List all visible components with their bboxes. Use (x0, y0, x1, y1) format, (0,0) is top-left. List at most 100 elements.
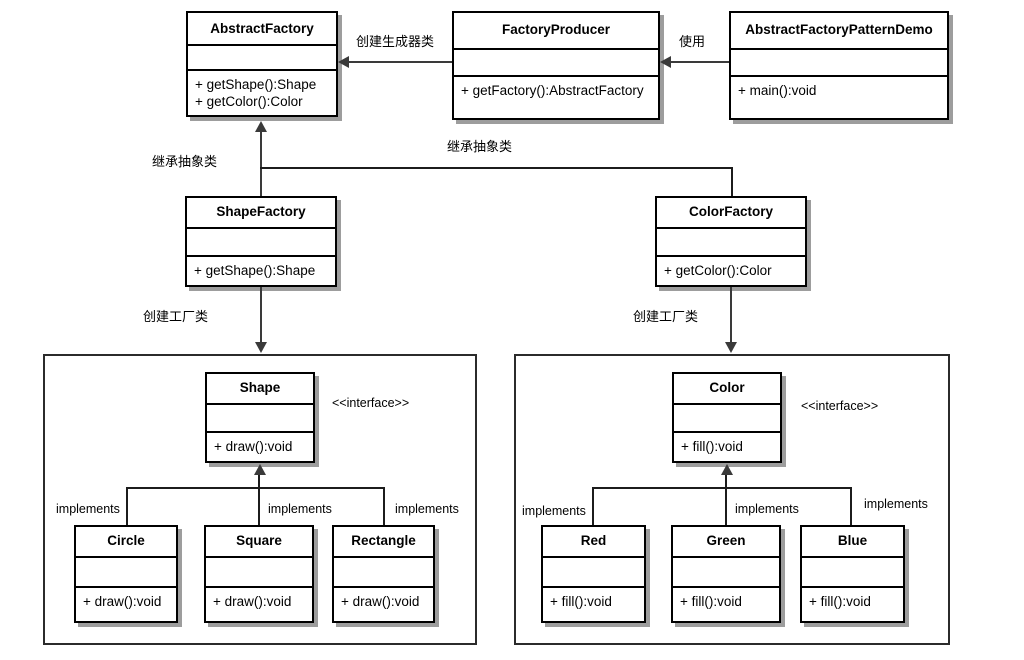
relation-label-create-producer: 创建生成器类 (356, 34, 435, 49)
class-attributes-rectangle (334, 558, 433, 588)
class-attributes-shape-factory (187, 229, 335, 257)
class-box-square[interactable]: Square + draw():void (204, 525, 314, 623)
arrowhead-colorfactory-to-color-group (725, 342, 737, 353)
relation-label-extends-abstract-right: 继承抽象类 (447, 139, 513, 154)
arrowhead-demo-to-producer (660, 56, 671, 68)
class-operations-factory-producer: + getFactory():AbstractFactory (454, 77, 658, 118)
class-operations-shape-factory: + getShape():Shape (187, 257, 335, 285)
operation-get-shape: + getShape():Shape (195, 76, 317, 92)
package-group-color (514, 354, 950, 645)
operation-get-factory: + getFactory():AbstractFactory (461, 83, 644, 98)
stereotype-label-color-interface: <<interface>> (801, 399, 879, 413)
relation-label-implements-green: implements (735, 502, 799, 516)
operation-draw: + draw():void (213, 594, 292, 609)
connector-green-to-color (725, 475, 727, 525)
class-attributes-blue (802, 558, 903, 588)
class-attributes-demo (731, 50, 947, 77)
arrowhead-implements-shape (254, 464, 266, 475)
class-attributes-abstract-factory (188, 46, 336, 71)
class-name-shape: Shape (207, 374, 313, 405)
connector-branch-horizontal-abstractfactory (260, 167, 733, 169)
class-name-color: Color (674, 374, 780, 405)
operation-fill: + fill():void (680, 594, 742, 609)
connector-circle-to-bar (126, 487, 128, 525)
connector-producer-to-abstract-factory (349, 61, 452, 63)
class-operations-color-factory: + getColor():Color (657, 257, 805, 285)
class-operations-square: + draw():void (206, 588, 312, 621)
class-operations-blue: + fill():void (802, 588, 903, 621)
class-name-color-factory: ColorFactory (657, 198, 805, 229)
class-attributes-color (674, 405, 780, 433)
class-attributes-factory-producer (454, 50, 658, 77)
operation-draw: + draw():void (214, 439, 293, 454)
operation-fill: + fill():void (809, 594, 871, 609)
class-attributes-red (543, 558, 644, 588)
class-name-circle: Circle (76, 527, 176, 558)
class-box-circle[interactable]: Circle + draw():void (74, 525, 178, 623)
arrowhead-shapefactory-to-shape-group (255, 342, 267, 353)
connector-colorfactory-to-color-group (730, 287, 732, 343)
operation-main: + main():void (738, 83, 817, 98)
operation-fill: + fill():void (681, 439, 743, 454)
class-box-abstract-factory[interactable]: AbstractFactory + getShape():Shape + get… (186, 11, 338, 117)
relation-label-create-factory-right: 创建工厂类 (633, 309, 699, 324)
arrowhead-producer-to-abstract-factory (338, 56, 349, 68)
class-attributes-color-factory (657, 229, 805, 257)
connector-colorfactory-to-branch (731, 167, 733, 196)
connector-implements-bar-shape (126, 487, 384, 489)
class-operations-circle: + draw():void (76, 588, 176, 621)
relation-label-uses: 使用 (679, 34, 706, 49)
relation-label-implements-square: implements (268, 502, 332, 516)
class-box-abstract-factory-pattern-demo[interactable]: AbstractFactoryPatternDemo + main():void (729, 11, 949, 120)
class-box-rectangle[interactable]: Rectangle + draw():void (332, 525, 435, 623)
stereotype-label-shape-interface: <<interface>> (332, 396, 410, 410)
class-box-blue[interactable]: Blue + fill():void (800, 525, 905, 623)
operation-fill: + fill():void (550, 594, 612, 609)
class-box-factory-producer[interactable]: FactoryProducer + getFactory():AbstractF… (452, 11, 660, 120)
arrowhead-shapefactory-to-abstractfactory (255, 121, 267, 132)
class-name-green: Green (673, 527, 779, 558)
class-operations-green: + fill():void (673, 588, 779, 621)
class-box-red[interactable]: Red + fill():void (541, 525, 646, 623)
relation-label-extends-abstract-left: 继承抽象类 (152, 154, 218, 169)
class-attributes-square (206, 558, 312, 588)
class-attributes-circle (76, 558, 176, 588)
arrowhead-implements-color (721, 464, 733, 475)
connector-shapefactory-to-shape-group (260, 287, 262, 343)
class-name-shape-factory: ShapeFactory (187, 198, 335, 229)
class-name-red: Red (543, 527, 644, 558)
class-name-factory-producer: FactoryProducer (454, 13, 658, 50)
class-operations-color: + fill():void (674, 433, 780, 461)
class-box-color[interactable]: Color + fill():void (672, 372, 782, 463)
relation-label-implements-circle: implements (56, 502, 120, 516)
connector-square-to-shape (258, 475, 260, 525)
class-operations-shape: + draw():void (207, 433, 313, 461)
class-box-green[interactable]: Green + fill():void (671, 525, 781, 623)
class-operations-red: + fill():void (543, 588, 644, 621)
class-operations-abstract-factory: + getShape():Shape + getColor():Color (188, 71, 336, 115)
class-operations-rectangle: + draw():void (334, 588, 433, 621)
connector-shapefactory-to-abstractfactory (260, 132, 262, 196)
connector-red-to-bar (592, 487, 594, 525)
operation-draw: + draw():void (341, 594, 420, 609)
class-operations-demo: + main():void (731, 77, 947, 118)
relation-label-implements-rectangle: implements (395, 502, 459, 516)
operation-get-color: + getColor():Color (195, 94, 303, 110)
class-attributes-shape (207, 405, 313, 433)
class-box-shape-factory[interactable]: ShapeFactory + getShape():Shape (185, 196, 337, 287)
package-group-shape (43, 354, 477, 645)
class-attributes-green (673, 558, 779, 588)
relation-label-implements-blue: implements (864, 497, 928, 511)
class-name-blue: Blue (802, 527, 903, 558)
relation-label-create-factory-left: 创建工厂类 (143, 309, 209, 324)
relation-label-implements-red: implements (522, 504, 586, 518)
operation-get-color: + getColor():Color (664, 263, 772, 278)
class-box-color-factory[interactable]: ColorFactory + getColor():Color (655, 196, 807, 287)
class-box-shape[interactable]: Shape + draw():void (205, 372, 315, 463)
connector-implements-bar-color (592, 487, 852, 489)
connector-demo-to-producer (671, 61, 729, 63)
class-name-demo: AbstractFactoryPatternDemo (731, 13, 947, 50)
connector-rectangle-to-bar (383, 487, 385, 525)
class-name-rectangle: Rectangle (334, 527, 433, 558)
